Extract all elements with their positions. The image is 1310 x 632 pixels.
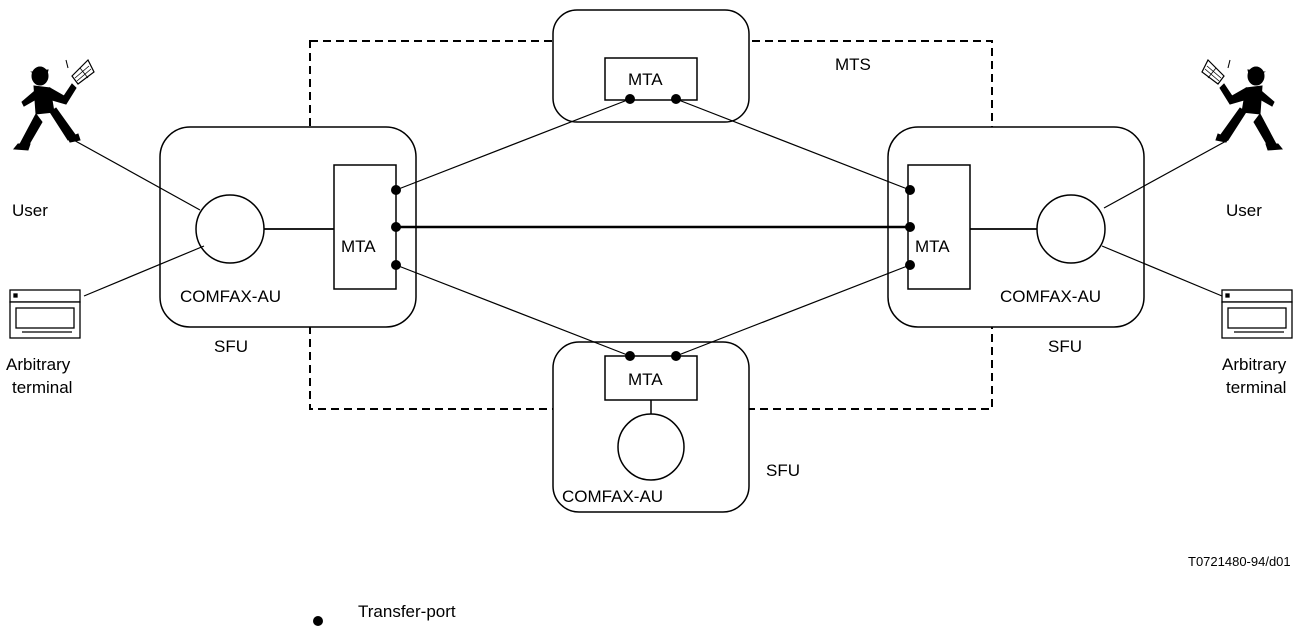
transfer-ports: [391, 94, 915, 361]
top-mta-label: MTA: [628, 70, 663, 89]
bottom-sfu-label: SFU: [766, 461, 800, 480]
transfer-port: [391, 260, 401, 270]
right-comfax-au-circle: [1036, 194, 1106, 264]
transfer-port: [905, 185, 915, 195]
right-user-icon: [1201, 58, 1283, 151]
link-right-user-au: [1103, 139, 1229, 209]
right-comfax-au-label: COMFAX-AU: [1000, 287, 1101, 306]
left-comfax-au-circle: [195, 194, 265, 264]
link-left-top: [395, 98, 631, 191]
left-terminal-label-line2: terminal: [12, 378, 72, 397]
left-user-icon: [13, 58, 95, 151]
left-mta-box: [333, 164, 397, 290]
left-comfax-au-label: COMFAX-AU: [180, 287, 281, 306]
bottom-comfax-au-circle: [617, 413, 685, 481]
mts-label: MTS: [835, 55, 871, 74]
left-terminal-icon: [9, 289, 81, 339]
link-right-au-terminal: [1101, 245, 1223, 297]
transfer-port: [671, 94, 681, 104]
right-mta-label: MTA: [915, 237, 950, 256]
transfer-port: [625, 351, 635, 361]
left-mta-label: MTA: [341, 237, 376, 256]
figure-id: T0721480-94/d01: [1188, 554, 1291, 569]
left-user-label: User: [12, 201, 48, 220]
transfer-port: [905, 222, 915, 232]
right-mta-box: [907, 164, 971, 290]
bottom-comfax-au-label: COMFAX-AU: [562, 487, 663, 506]
top-mta-box: [604, 57, 698, 101]
transfer-port: [625, 94, 635, 104]
transfer-port: [391, 222, 401, 232]
legend-transfer-port-label: Transfer-port: [358, 602, 456, 621]
link-left-bottom: [395, 264, 631, 357]
right-user-label: User: [1226, 201, 1262, 220]
link-bottom-right: [675, 264, 911, 357]
transfer-port: [391, 185, 401, 195]
transfer-port: [905, 260, 915, 270]
left-sfu-label: SFU: [214, 337, 248, 356]
bottom-mta-label: MTA: [628, 370, 663, 389]
left-terminal-label-line1: Arbitrary: [6, 355, 71, 374]
right-terminal-label-line2: terminal: [1226, 378, 1286, 397]
transfer-port: [671, 351, 681, 361]
legend-transfer-port-icon: [313, 616, 323, 626]
link-top-right: [675, 98, 911, 191]
link-left-terminal-au: [83, 245, 205, 297]
right-terminal-icon: [1221, 289, 1293, 339]
link-left-user-au: [69, 137, 201, 211]
right-terminal-label-line1: Arbitrary: [1222, 355, 1287, 374]
right-sfu-label: SFU: [1048, 337, 1082, 356]
